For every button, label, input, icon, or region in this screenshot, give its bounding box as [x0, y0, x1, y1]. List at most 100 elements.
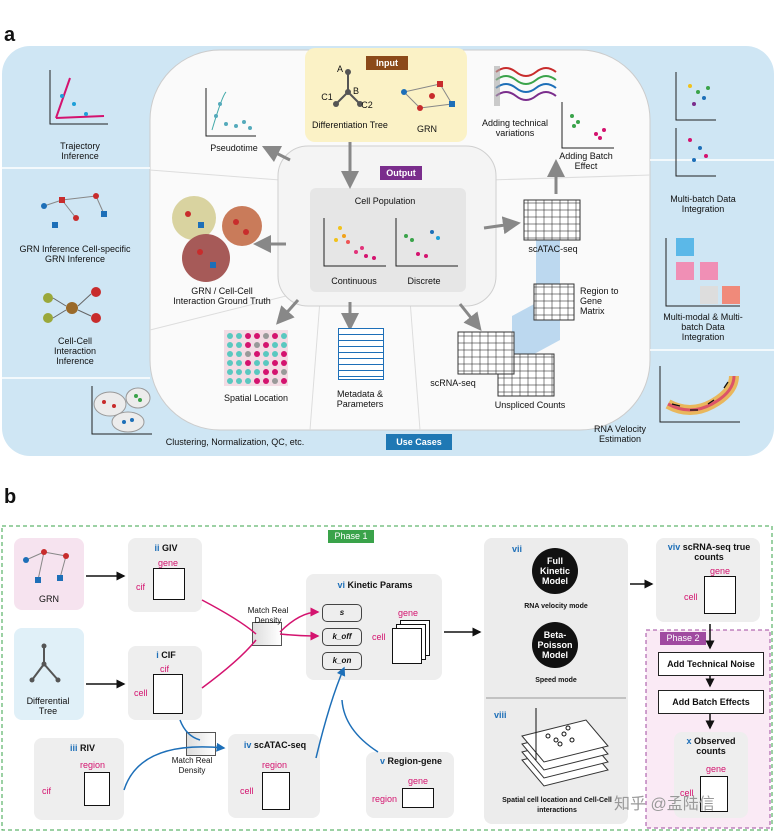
rna-velocity-label: RNA Velocity Estimation [593, 424, 647, 444]
kinetic-name: Kinetic Params [347, 580, 413, 590]
spatial-dot [227, 360, 233, 366]
output-tag: Output [380, 166, 422, 180]
scatac-row: cell [240, 786, 254, 796]
riv-name: RIV [80, 743, 96, 753]
cif-row: cell [134, 688, 148, 698]
observed-col: gene [706, 764, 727, 774]
diff-tree-box [14, 628, 84, 720]
diff-tree-b-label: Differential Tree [26, 696, 70, 716]
kinetic-matrix-1 [392, 628, 422, 664]
spatial-dot [263, 360, 269, 366]
spatial-dot [245, 369, 251, 375]
true-counts-name: scRNA-seq true counts [682, 542, 751, 562]
spatial-label: Spatial Location [223, 393, 289, 403]
spatial-dot [254, 342, 260, 348]
metadata-icon [338, 328, 384, 380]
spatial-dot [281, 351, 287, 357]
observed-row: cell [680, 788, 694, 798]
discrete-label: Discrete [407, 276, 441, 286]
spatial-dot [245, 333, 251, 339]
rna-mode-label: RNA velocity mode [524, 603, 588, 610]
giv-cif: cif [136, 582, 145, 592]
spatial-dot [272, 342, 278, 348]
true-counts-num: viv [667, 542, 681, 552]
metadata-label: Metadata & Parameters [336, 389, 384, 409]
kinetic-gene: gene [398, 608, 419, 618]
input-tag: Input [366, 56, 408, 70]
spatial-dot [272, 351, 278, 357]
match2-histogram [186, 732, 216, 756]
match2-label: Match Real Density [171, 756, 213, 775]
continuous-label: Continuous [331, 276, 377, 286]
scatac-num: iv [243, 740, 252, 750]
region-gene-label: Region to Gene Matrix [580, 286, 619, 316]
riv-row: cif [42, 786, 51, 796]
observed-title: x Observed counts [676, 736, 746, 756]
tree-node-c1: C1 [321, 92, 333, 102]
spatial-dot [263, 351, 269, 357]
clustering-label: Clustering, Normalization, QC, etc. [165, 437, 305, 447]
spatial-dot [263, 333, 269, 339]
giv-title: ii GIV [136, 543, 196, 553]
observed-matrix [700, 776, 728, 812]
spatial-grid [224, 330, 288, 386]
cif-matrix [153, 674, 183, 714]
riv-title: iii RIV [70, 743, 120, 753]
cif-name: CIF [161, 650, 176, 660]
grn-b-label: GRN [39, 594, 59, 604]
riv-col: region [80, 760, 106, 770]
spatial-dot [236, 360, 242, 366]
panel-a-letter: a [4, 24, 16, 46]
watermark: 知乎 @孟陆信 [614, 796, 715, 813]
tree-node-a: A [336, 64, 343, 74]
observed-num: x [686, 736, 692, 746]
add-batch-box: Add Batch Effects [658, 690, 764, 714]
region-gene-col: gene [408, 776, 429, 786]
scatac-label: scATAC-seq [528, 244, 578, 254]
grn-box [14, 538, 84, 610]
grn-truth-label: GRN / Cell-Cell Interaction Ground Truth [173, 286, 271, 306]
riv-matrix [84, 772, 110, 806]
cell-population-label: Cell Population [354, 196, 416, 206]
spatial-dot [254, 360, 260, 366]
grn-input-label: GRN [417, 124, 437, 134]
cif-col: cif [160, 664, 169, 674]
cif-num: i [156, 650, 159, 660]
beta-model-label: Beta-Poisson Model [537, 630, 573, 660]
match1-label: Match Real Density [247, 606, 289, 625]
spatial-dot [227, 333, 233, 339]
region-gene-num: v [379, 756, 385, 766]
region-gene-title: v Region-gene [368, 756, 454, 766]
region-gene-matrix [402, 788, 434, 808]
spatial-dot [272, 369, 278, 375]
region-gene-name: Region-gene [387, 756, 443, 766]
spatial-dot [272, 333, 278, 339]
kinetic-num: vi [337, 580, 345, 590]
viii-caption: Spatial cell location and Cell-Cell inte… [502, 797, 612, 814]
spatial-dot [245, 378, 251, 384]
true-counts-matrix [704, 576, 736, 614]
trajectory-label: Trajectory Inference [60, 141, 100, 161]
spatial-dot [245, 351, 251, 357]
tree-node-c2: C2 [361, 100, 373, 110]
pseudotime-label: Pseudotime [210, 143, 258, 153]
phase2-tag: Phase 2 [660, 632, 706, 645]
vii-num: vii [512, 544, 523, 554]
spatial-dot [227, 342, 233, 348]
riv-num: iii [70, 743, 78, 753]
kinetic-title: vi Kinetic Params [320, 580, 430, 590]
spatial-dot [245, 360, 251, 366]
phase1-tag: Phase 1 [328, 530, 374, 543]
